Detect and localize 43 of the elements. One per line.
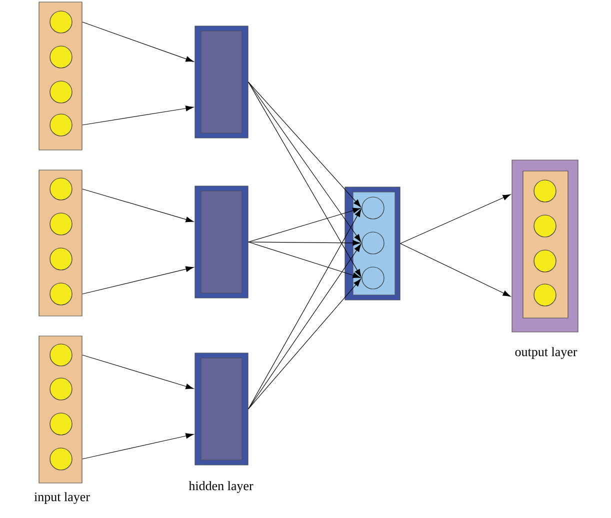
arrow xyxy=(248,82,362,278)
arrow xyxy=(82,106,194,126)
neuron-circle xyxy=(50,448,72,470)
neuron-circle xyxy=(50,80,72,104)
neuron-circle xyxy=(50,282,72,306)
neuron-circle xyxy=(362,266,384,290)
neuron-circle xyxy=(50,344,72,366)
arrow xyxy=(400,194,511,244)
neuron-circle xyxy=(50,378,72,400)
neuron-circle xyxy=(50,178,72,200)
neuron-circle xyxy=(50,248,72,270)
neuron-circle xyxy=(534,214,556,238)
arrow xyxy=(82,354,194,390)
neuron-circle xyxy=(50,412,72,436)
arrow xyxy=(248,208,362,410)
arrow xyxy=(248,82,362,242)
arrow xyxy=(248,244,362,410)
arrow xyxy=(248,240,361,246)
arrow xyxy=(248,208,361,242)
layer-label: output layer xyxy=(515,347,578,359)
arrow xyxy=(248,242,361,278)
hidden-unit-box xyxy=(194,26,248,138)
merge-unit-box xyxy=(344,186,400,300)
neuron-circle xyxy=(50,212,72,236)
neuron-circle xyxy=(362,232,384,254)
layer-label: input layer xyxy=(34,492,90,504)
arrow xyxy=(248,82,362,208)
arrow xyxy=(248,278,362,410)
neuron-circle xyxy=(50,46,72,68)
neuron-circle xyxy=(362,196,384,220)
neuron-circle xyxy=(50,10,72,34)
neuron-circle xyxy=(534,284,556,306)
neuron-circle xyxy=(534,250,556,272)
layer-label: hidden layer xyxy=(188,481,254,493)
hidden-unit-box xyxy=(194,186,248,298)
arrow xyxy=(400,243,511,297)
neuron-circle xyxy=(534,180,556,202)
arrow xyxy=(82,433,194,460)
arrow xyxy=(82,266,194,294)
neuron-circle xyxy=(50,114,72,136)
hidden-unit-box xyxy=(194,352,248,466)
arrow xyxy=(82,188,194,222)
arrow xyxy=(82,22,194,62)
